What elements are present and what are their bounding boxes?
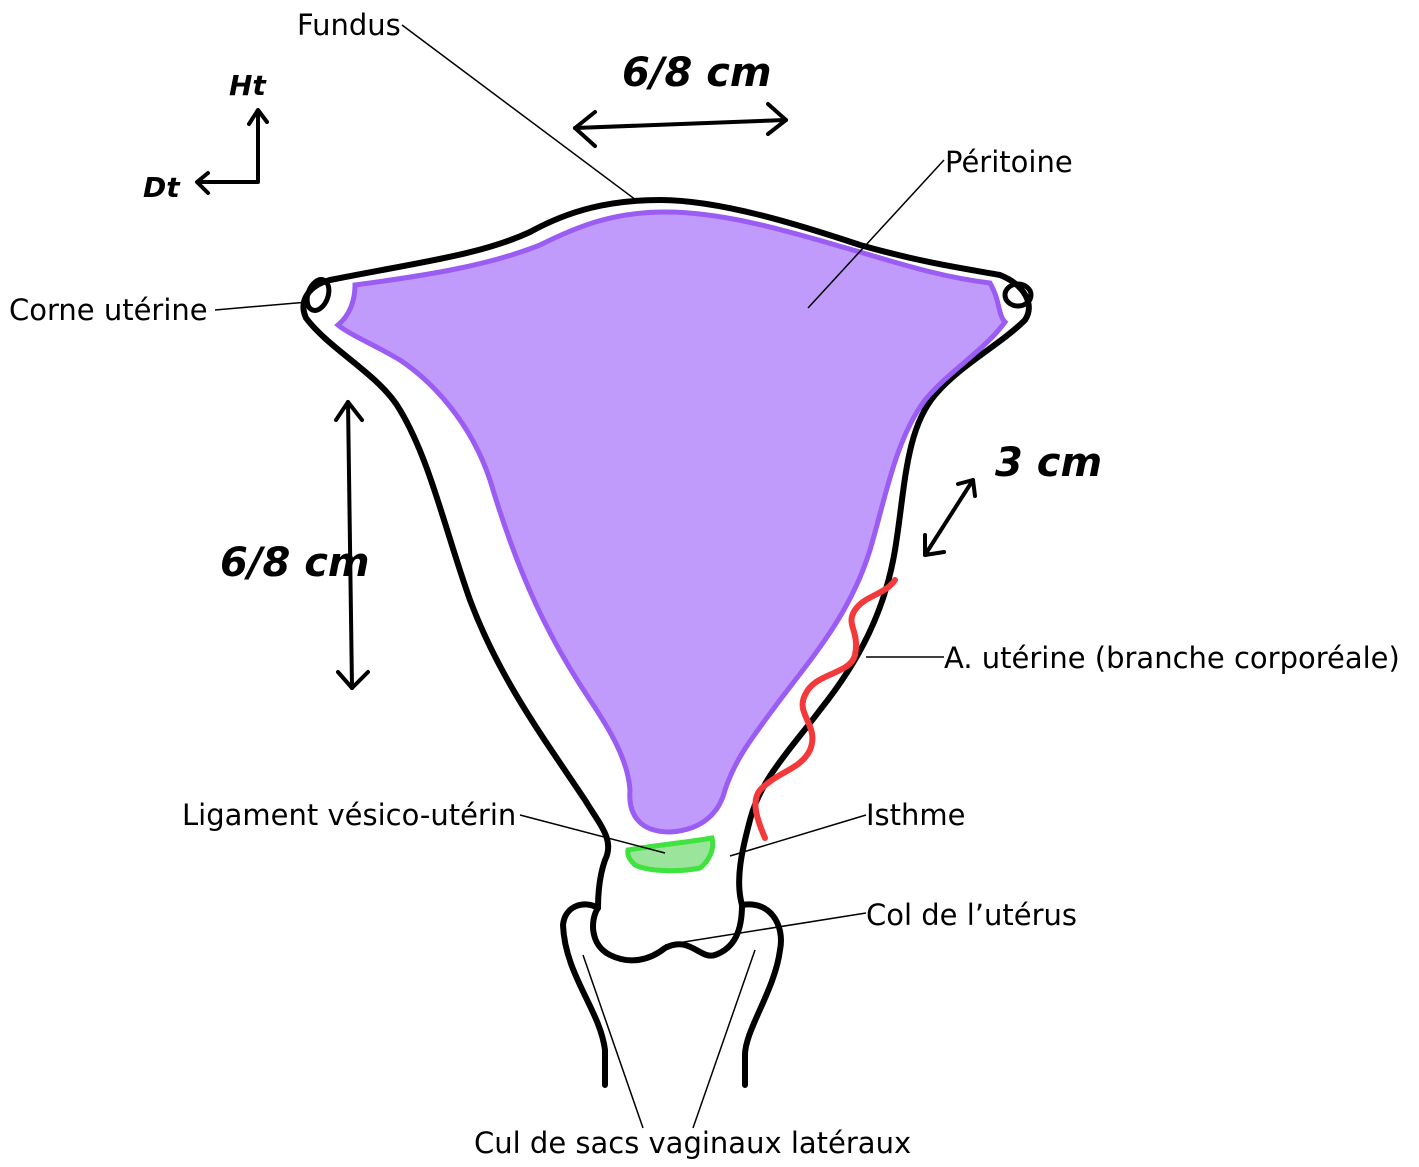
- isthmus-dimension-arrow: [925, 480, 975, 555]
- ligament-label: Ligament vésico-utérin: [182, 798, 516, 832]
- orientation-up-label: Ht: [229, 69, 267, 102]
- height-measure-label: 6/8 cm: [220, 540, 370, 586]
- left-horn-ring: [303, 277, 333, 314]
- peritoine-label: Péritoine: [945, 145, 1073, 179]
- ligament-region: [628, 838, 713, 871]
- width-dimension-arrow: [575, 104, 786, 146]
- orientation-axes: [197, 110, 267, 193]
- col-label: Col de l’utérus: [866, 898, 1077, 932]
- peritoine-region: [338, 212, 1005, 832]
- col-leader: [665, 913, 866, 945]
- corne-leader: [215, 302, 308, 310]
- culdesac-label: Cul de sacs vaginaux latéraux: [474, 1126, 911, 1160]
- isthmus-measure-label: 3 cm: [995, 440, 1102, 486]
- width-measure-label: 6/8 cm: [622, 50, 772, 96]
- fundus-label: Fundus: [297, 8, 401, 42]
- isthme-label: Isthme: [866, 798, 966, 832]
- orientation-right-label: Dt: [143, 171, 181, 204]
- corne-label: Corne utérine: [9, 293, 208, 327]
- fundus-leader: [402, 25, 636, 200]
- artere-label: A. utérine (branche corporéale): [944, 641, 1400, 675]
- cervix-bottom: [593, 905, 742, 960]
- culdesac-leader-left: [583, 955, 643, 1128]
